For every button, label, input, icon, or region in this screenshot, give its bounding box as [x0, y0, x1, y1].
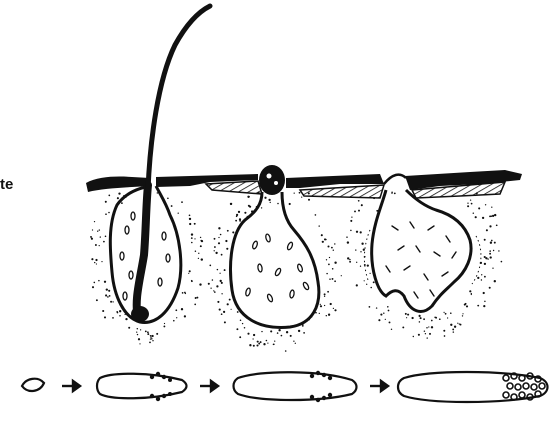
sequence-arrow — [200, 381, 218, 391]
tissue-stippling — [90, 191, 502, 351]
stage-small-oval — [22, 379, 44, 391]
stage-elongated-with-cluster — [97, 374, 187, 399]
sequence-arrow — [62, 381, 80, 391]
sequence-arrow — [370, 381, 388, 391]
cropped-side-label: te — [0, 176, 13, 194]
stage-longer-with-cluster — [234, 372, 357, 400]
progression-sequence — [22, 371, 548, 402]
hair-follicle — [110, 6, 210, 322]
